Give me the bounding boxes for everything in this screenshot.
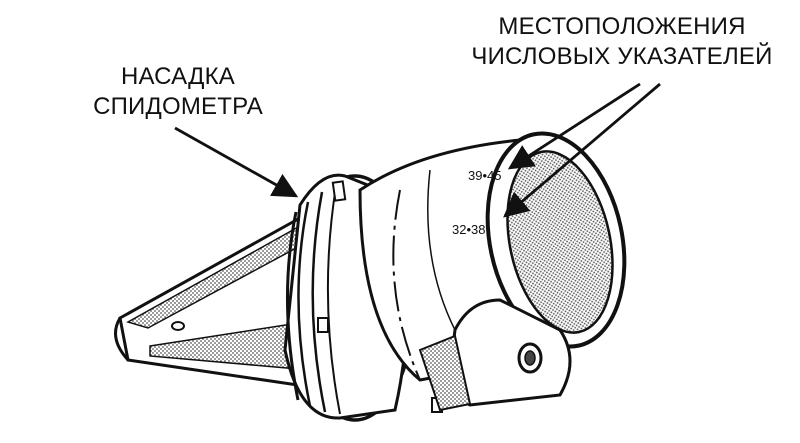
- label-speedometer-sleeve-line2: СПИДОМЕТРА: [93, 93, 263, 120]
- clamp-lug: [418, 298, 572, 412]
- label-indicator-positions-line1: МЕСТОПОЛОЖЕНИЯ: [498, 13, 746, 40]
- label-speedometer-sleeve: НАСАДКА СПИДОМЕТРА: [78, 62, 278, 122]
- label-indicator-positions-line2: ЧИСЛОВЫХ УКАЗАТЕЛЕЙ: [471, 43, 773, 70]
- marking-lower-range: 32•38: [452, 222, 485, 237]
- leader-lines: [174, 82, 661, 218]
- label-indicator-positions: МЕСТОПОЛОЖЕНИЯ ЧИСЛОВЫХ УКАЗАТЕЛЕЙ: [452, 12, 792, 72]
- bore-opening: [485, 131, 627, 349]
- arrow-to-lower-marking: [503, 82, 661, 218]
- arrow-to-sleeve: [174, 126, 299, 198]
- marking-upper-range: 39•45: [468, 168, 501, 183]
- arrow-to-upper-marking: [507, 82, 641, 170]
- label-speedometer-sleeve-line1: НАСАДКА: [120, 63, 236, 90]
